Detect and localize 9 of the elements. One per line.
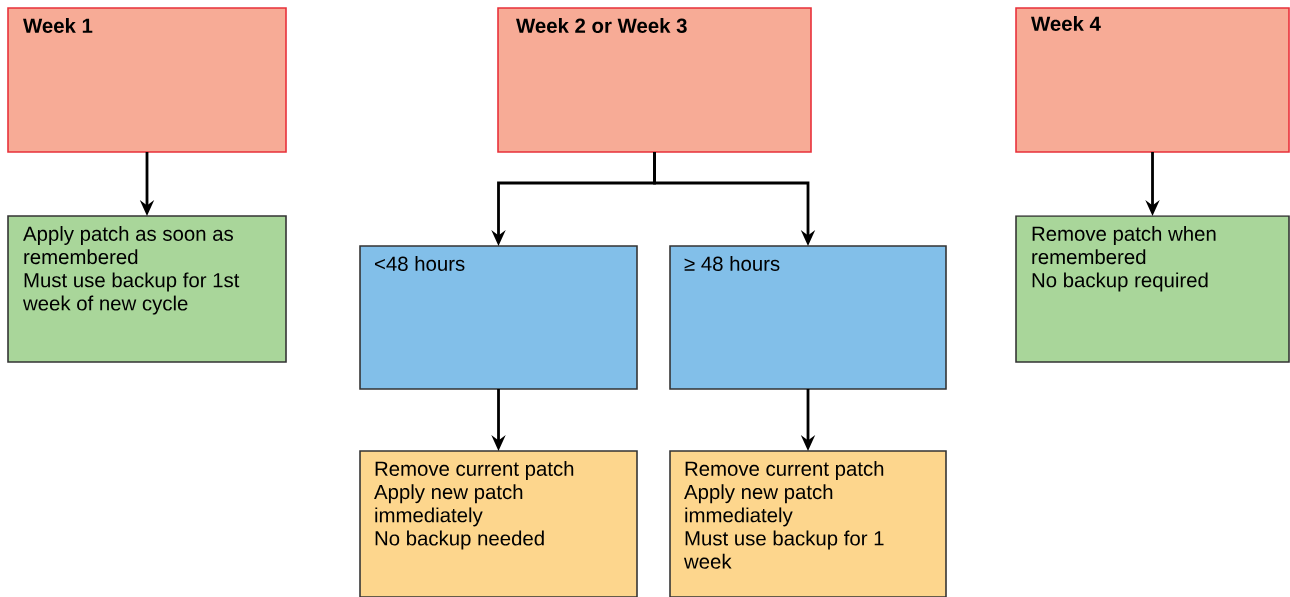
condition-box: ≥ 48 hours: [669, 245, 947, 390]
week-box: Week 2 or Week 3: [497, 7, 812, 153]
condition-box: <48 hours: [359, 245, 638, 390]
week-box: Week 4: [1015, 7, 1290, 153]
week-box: Week 1: [7, 7, 287, 153]
instruction-box: Remove current patch Apply new patch immediately No backup needed: [359, 450, 638, 597]
instruction-box: Apply patch as soon as remembered Must use backup for 1st week of new cycle: [7, 215, 287, 363]
instruction-box: Remove patch when remembered No backup required: [1015, 215, 1290, 363]
instruction-box: Remove current patch Apply new patch immediately Must use backup for 1 week: [669, 450, 947, 597]
